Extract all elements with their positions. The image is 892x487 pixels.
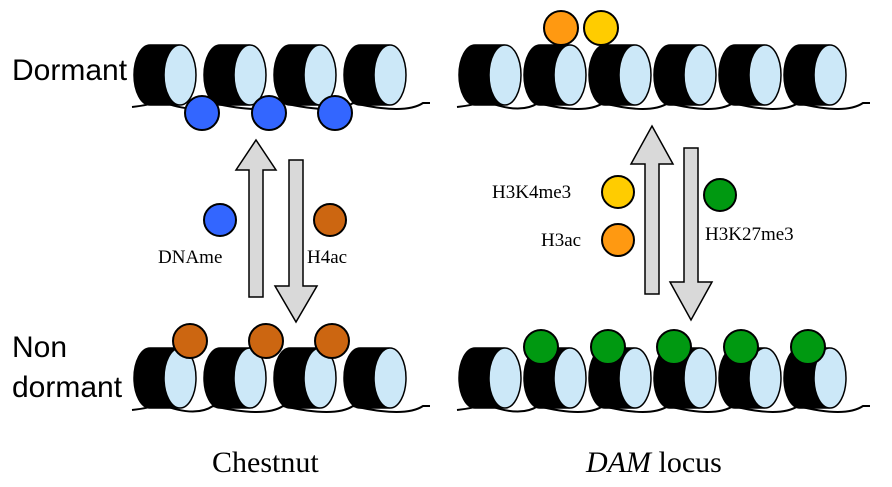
caption-chestnut: Chestnut	[212, 446, 319, 479]
h4ac-label: H4ac	[307, 247, 347, 268]
h3k27me3-mark	[656, 329, 692, 365]
row-label-dormant-2: dormant	[12, 371, 123, 404]
chromatin-strand-chestnut-dormant	[131, 44, 430, 110]
dname-marks-dormant	[184, 95, 353, 131]
dname-mark	[251, 95, 287, 131]
nucleosome	[203, 44, 267, 106]
arrow-down-dam	[668, 147, 714, 322]
h3ac-label: H3ac	[541, 230, 581, 251]
dname-legend-circle	[203, 203, 237, 237]
nucleosome	[343, 347, 407, 409]
h3k27me3-mark	[790, 329, 826, 365]
caption-dam-italic: DAM	[585, 446, 653, 479]
row-label-non: Non	[12, 331, 67, 364]
h3k27me3-mark	[523, 329, 559, 365]
h3k27me3-label: H3K27me3	[705, 224, 794, 245]
nucleosome	[343, 44, 407, 106]
arrow-up-dam	[629, 124, 675, 295]
h3ac-mark	[543, 10, 579, 46]
h3k4me3-mark	[583, 10, 619, 46]
nucleosome	[523, 44, 587, 106]
h3ac-legend-circle	[601, 223, 635, 257]
nucleosome	[458, 44, 522, 106]
arrow-up-chestnut	[234, 138, 278, 298]
nucleosome	[133, 44, 197, 106]
dname-label: DNAme	[158, 247, 222, 268]
h3k27me3-mark	[590, 329, 626, 365]
h4ac-marks-nondormant	[172, 323, 350, 359]
nucleosome	[718, 44, 782, 106]
h4ac-legend-circle	[313, 203, 347, 237]
h3k27me3-mark	[723, 329, 759, 365]
caption-locus: locus	[651, 446, 722, 479]
nucleosome	[653, 44, 717, 106]
nucleosome	[273, 347, 337, 409]
nucleosome	[458, 347, 522, 409]
h3k4me3-label: H3K4me3	[492, 182, 571, 203]
dname-mark	[184, 95, 220, 131]
row-label-dormant: Dormant	[12, 54, 128, 87]
h4ac-mark	[248, 323, 284, 359]
arrow-down-chestnut	[273, 159, 319, 324]
h4ac-mark	[314, 323, 350, 359]
chromatin-strand-dam-dormant	[456, 44, 870, 110]
chromatin-strand-chestnut-nondormant	[131, 347, 430, 413]
h3k27me3-marks-nondormant	[523, 329, 826, 365]
h4ac-mark	[172, 323, 208, 359]
caption-dam-locus: DAM locus	[585, 446, 722, 479]
h3k27me3-legend-circle	[703, 178, 737, 212]
nucleosome	[203, 347, 267, 409]
dname-mark	[317, 95, 353, 131]
histone-marks-dam-dormant	[543, 10, 619, 46]
nucleosome	[783, 347, 847, 409]
nucleosome	[273, 44, 337, 106]
h3k4me3-legend-circle	[601, 175, 635, 209]
nucleosome	[783, 44, 847, 106]
nucleosome	[588, 44, 652, 106]
